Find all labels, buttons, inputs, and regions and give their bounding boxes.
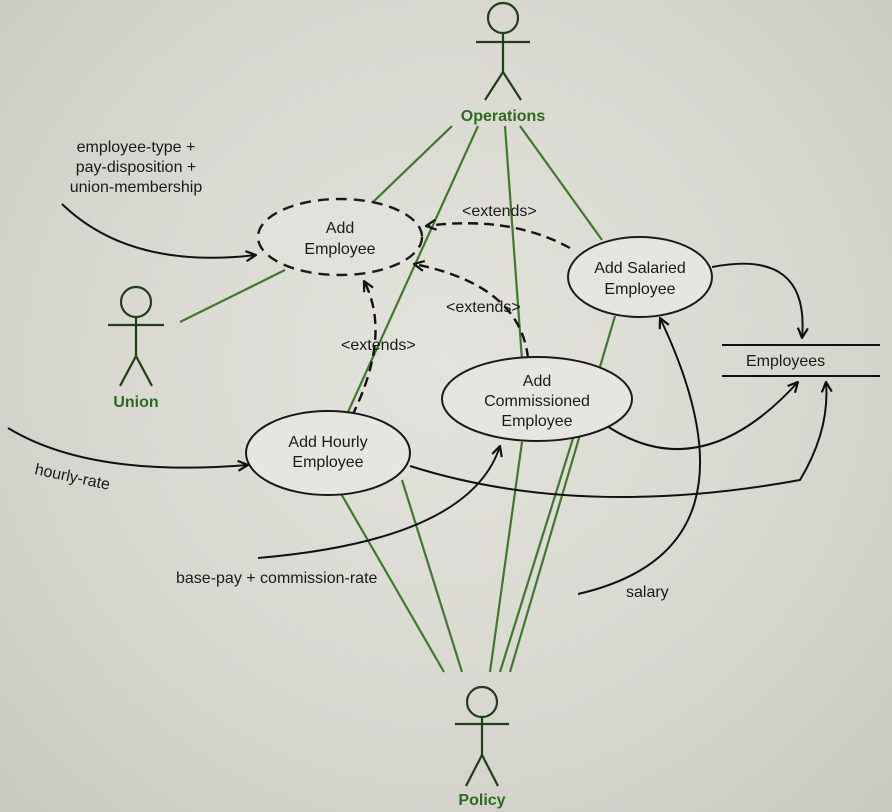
add-hourly-line-1: Add Hourly	[288, 434, 367, 451]
flow-employee-type-arrow	[61, 203, 256, 258]
employees-label: Employees	[746, 353, 825, 370]
input-hourly-rate: hourly-rate	[33, 461, 111, 494]
add-employee-line-1: Add	[326, 220, 354, 237]
assoc-policy-add-commissioned-1	[488, 441, 524, 673]
actor-policy-label: Policy	[458, 792, 505, 809]
extends-label-commissioned: <extends>	[446, 299, 521, 316]
extends-commissioned-to-add-employee	[414, 264, 530, 359]
employees-data-store[interactable]: Employees	[722, 344, 880, 377]
add-hourly-line-2: Employee	[292, 454, 363, 471]
actor-union-label: Union	[113, 394, 158, 411]
use-case-add-hourly-employee[interactable]: Add Hourly Employee	[245, 410, 411, 496]
extends-label-salaried: <extends>	[462, 203, 537, 220]
input-employee-type-line-3: union-membership	[70, 179, 203, 196]
assoc-policy-add-commissioned-2	[498, 431, 577, 673]
assoc-operations-add-employee	[371, 125, 453, 204]
assoc-union-add-employee	[179, 269, 286, 323]
add-salaried-line-2: Employee	[604, 281, 675, 298]
extends-label-hourly: <extends>	[341, 337, 416, 354]
use-case-add-salaried-employee[interactable]: Add Salaried Employee	[567, 236, 713, 318]
actor-operations-figure[interactable]	[476, 1, 530, 101]
actor-union-figure[interactable]	[108, 285, 164, 387]
input-employee-type-line-2: pay-disposition +	[76, 159, 197, 176]
flow-commissioned-to-employees	[603, 382, 798, 451]
add-employee-line-2: Employee	[304, 241, 375, 258]
add-salaried-line-1: Add Salaried	[594, 260, 686, 277]
flow-salary-arrow	[577, 318, 702, 595]
use-case-add-employee[interactable]: Add Employee	[256, 197, 424, 277]
extends-salaried-to-add-employee	[426, 223, 571, 250]
flow-base-pay-arrow	[257, 446, 500, 559]
assoc-policy-add-hourly-2	[400, 479, 464, 673]
use-case-add-commissioned-employee[interactable]: Add Commissioned Employee	[441, 356, 633, 442]
actor-operations-label: Operations	[461, 108, 546, 125]
add-commissioned-line-3: Employee	[501, 413, 572, 430]
actor-policy-figure[interactable]	[455, 685, 509, 787]
add-commissioned-line-1: Add	[523, 373, 551, 390]
data-flows	[7, 203, 826, 595]
input-base-pay-commission-rate: base-pay + commission-rate	[176, 570, 378, 587]
add-commissioned-line-2: Commissioned	[484, 393, 590, 410]
input-salary: salary	[626, 584, 669, 601]
assoc-policy-add-hourly-1	[339, 491, 445, 673]
flow-hourly-rate-arrow	[7, 427, 248, 468]
flow-salaried-to-employees	[711, 262, 803, 338]
assoc-operations-add-commissioned	[503, 125, 524, 361]
input-employee-type-line-1: employee-type +	[77, 139, 196, 156]
extends-hourly-to-add-employee	[350, 281, 377, 417]
extends-relations	[350, 223, 571, 417]
assoc-operations-add-salaried	[519, 125, 603, 241]
flow-hourly-to-employees	[409, 382, 826, 498]
